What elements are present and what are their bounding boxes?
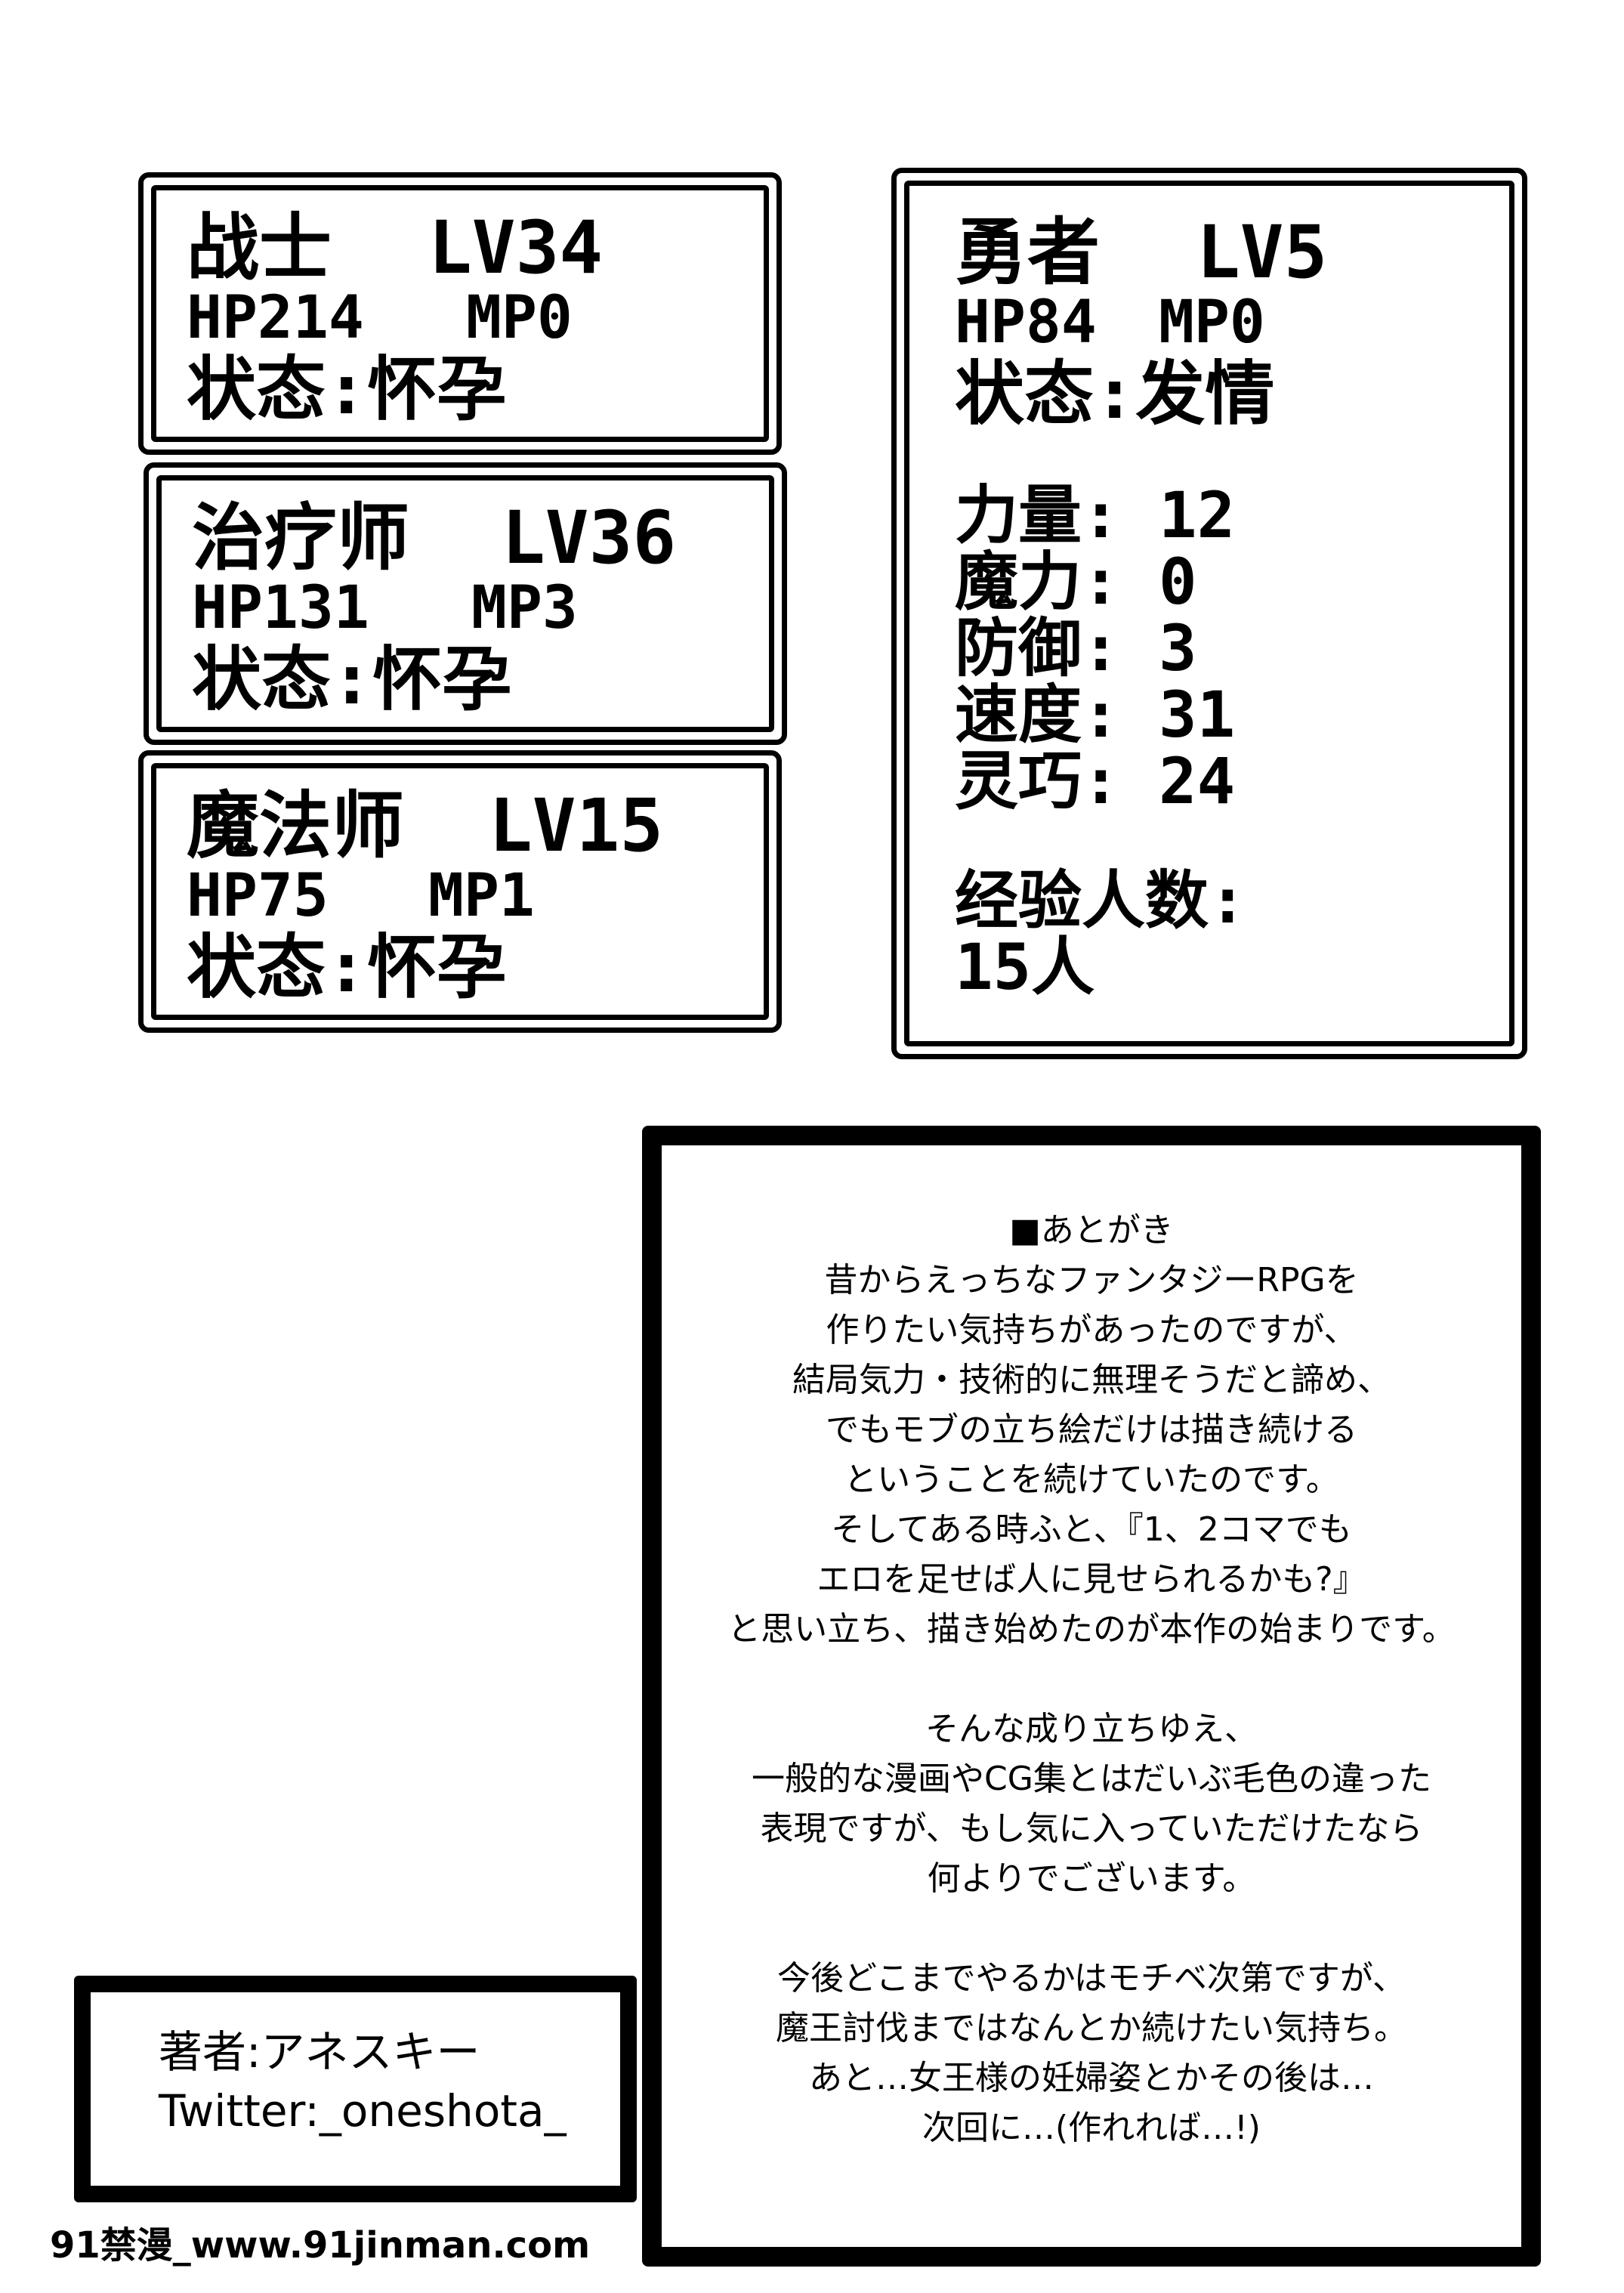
attribute-row: 魔力:0 — [955, 549, 1464, 615]
character-name: 魔法师 — [187, 783, 404, 868]
author-frame: 著者:アネスキー Twitter:_oneshota_ — [74, 1976, 637, 2202]
character-name: 战士 — [187, 206, 332, 290]
state-label: 状态: — [955, 354, 1136, 434]
character-level: LV34 — [428, 206, 604, 290]
attribute-list: 力量:12 魔力:0 防御:3 速度:31 灵巧:24 — [955, 482, 1464, 814]
character-mp: MP1 — [428, 862, 535, 930]
afterword-line: と思い立ち、描き始めたのが本作の始まりです。 — [727, 1610, 1456, 1649]
attribute-label: 灵巧: — [955, 744, 1120, 818]
character-hp: HP214 — [187, 284, 364, 352]
character-hp: HP131 — [192, 574, 369, 642]
status-box-inner: 勇者 LV5 HP84 MP0 状态: 发情 力量:12 魔力:0 防御:3 速… — [904, 181, 1514, 1046]
afterword-line: そんな成り立ちゆえ、 — [925, 1710, 1258, 1748]
character-name: 勇者 — [955, 210, 1100, 295]
afterword-line: あと…女王様の妊婦姿とかその後は… — [809, 2059, 1374, 2097]
status-box-healer: 治疗师 LV36 HP131 MP3 状态: 怀孕 — [144, 462, 787, 745]
experience-value: 15人 — [955, 930, 1095, 1004]
attribute-row: 速度:31 — [955, 681, 1464, 748]
state-label: 状态: — [187, 927, 368, 1008]
attribute-value: 31 — [1159, 678, 1236, 752]
name-level-row: 勇者 LV5 — [955, 216, 1464, 289]
afterword-line: 次回に…(作れれば…!) — [922, 2109, 1261, 2147]
afterword-line: 作りたい気持ちがあったのですが、 — [826, 1311, 1357, 1349]
character-level: LV36 — [502, 496, 677, 580]
afterword-line: エロを足せば人に見せられるかも?』 — [817, 1560, 1366, 1599]
character-mp: MP0 — [1159, 289, 1265, 357]
hp-mp-row: HP84 MP0 — [955, 293, 1464, 352]
state-row: 状态: 发情 — [955, 360, 1464, 429]
author-twitter: Twitter:_oneshota_ — [159, 2085, 567, 2137]
afterword-line: 表現ですが、もし気に入っていただけたなら — [760, 1809, 1423, 1848]
attribute-label: 魔力: — [955, 545, 1120, 619]
character-level: LV15 — [489, 783, 664, 868]
name-level-row: 战士 LV34 — [187, 212, 733, 284]
state-value: 怀孕 — [367, 349, 507, 430]
hp-mp-row: HP75 MP1 — [187, 867, 733, 926]
afterword-line: 今後どこまでやるかはモチベ次第ですが、 — [776, 1959, 1406, 1998]
character-hp: HP75 — [187, 862, 329, 930]
attribute-value: 3 — [1159, 611, 1197, 685]
state-value: 发情 — [1135, 354, 1275, 434]
attribute-row: 灵巧:24 — [955, 748, 1464, 814]
character-mp: MP3 — [471, 574, 578, 642]
name-level-row: 魔法师 LV15 — [187, 790, 733, 862]
site-watermark: 91禁漫_www.91jinman.com — [45, 2214, 595, 2270]
afterword-frame: ■あとがき 昔からえっちなファンタジーRPGを 作りたい気持ちがあったのですが、… — [642, 1126, 1541, 2267]
state-value: 怀孕 — [367, 927, 507, 1008]
hp-mp-row: HP131 MP3 — [192, 579, 739, 638]
attribute-label: 速度: — [955, 678, 1120, 752]
afterword-line: でもモブの立ち絵だけは描き続ける — [826, 1411, 1357, 1449]
state-value: 怀孕 — [372, 639, 512, 720]
status-box-mage: 魔法师 LV15 HP75 MP1 状态: 怀孕 — [138, 750, 782, 1033]
character-hp: HP84 — [955, 289, 1097, 357]
afterword-heading: ■あとがき — [1009, 1211, 1174, 1250]
attribute-label: 防御: — [955, 611, 1120, 685]
afterword-line: 何よりでございます。 — [927, 1859, 1256, 1898]
status-box-hero: 勇者 LV5 HP84 MP0 状态: 发情 力量:12 魔力:0 防御:3 速… — [891, 168, 1527, 1059]
afterword-line: 魔王討伐まではなんとか続けたい気持ち。 — [776, 2009, 1407, 2047]
state-row: 状态: 怀孕 — [192, 645, 739, 715]
status-box-warrior: 战士 LV34 HP214 MP0 状态: 怀孕 — [138, 172, 782, 455]
attribute-value: 0 — [1159, 545, 1197, 619]
status-box-inner: 治疗师 LV36 HP131 MP3 状态: 怀孕 — [156, 475, 774, 732]
paragraph-gap — [684, 1904, 1499, 1954]
experience-label: 经验人数: — [955, 864, 1247, 938]
author-name: 著者:アネスキー — [159, 2026, 480, 2078]
paragraph-gap — [684, 1655, 1499, 1704]
state-row: 状态: 怀孕 — [187, 355, 733, 425]
character-level: LV5 — [1196, 210, 1328, 295]
state-label: 状态: — [192, 639, 373, 720]
afterword-line: ということを続けていたのです。 — [844, 1460, 1339, 1499]
afterword-line: 一般的な漫画やCG集とはだいぶ毛色の違った — [752, 1760, 1431, 1798]
afterword-line: そしてある時ふと、『1、2コマでも — [831, 1510, 1352, 1549]
status-box-inner: 战士 LV34 HP214 MP0 状态: 怀孕 — [151, 185, 769, 442]
afterword-line: 昔からえっちなファンタジーRPGを — [824, 1261, 1359, 1299]
hp-mp-row: HP214 MP0 — [187, 289, 733, 348]
afterword-line: 結局気力・技術的に無理そうだと諦め、 — [792, 1361, 1391, 1399]
attribute-value: 12 — [1159, 478, 1236, 552]
experience-block: 经验人数: 15人 — [955, 867, 1464, 1000]
character-name: 治疗师 — [192, 496, 409, 580]
state-row: 状态: 怀孕 — [187, 933, 733, 1003]
attribute-row: 防御:3 — [955, 615, 1464, 681]
character-mp: MP0 — [466, 284, 573, 352]
attribute-label: 力量: — [955, 478, 1120, 552]
attribute-row: 力量:12 — [955, 482, 1464, 549]
status-box-inner: 魔法师 LV15 HP75 MP1 状态: 怀孕 — [151, 763, 769, 1020]
name-level-row: 治疗师 LV36 — [192, 502, 739, 574]
attribute-value: 24 — [1159, 744, 1236, 818]
state-label: 状态: — [187, 349, 368, 430]
